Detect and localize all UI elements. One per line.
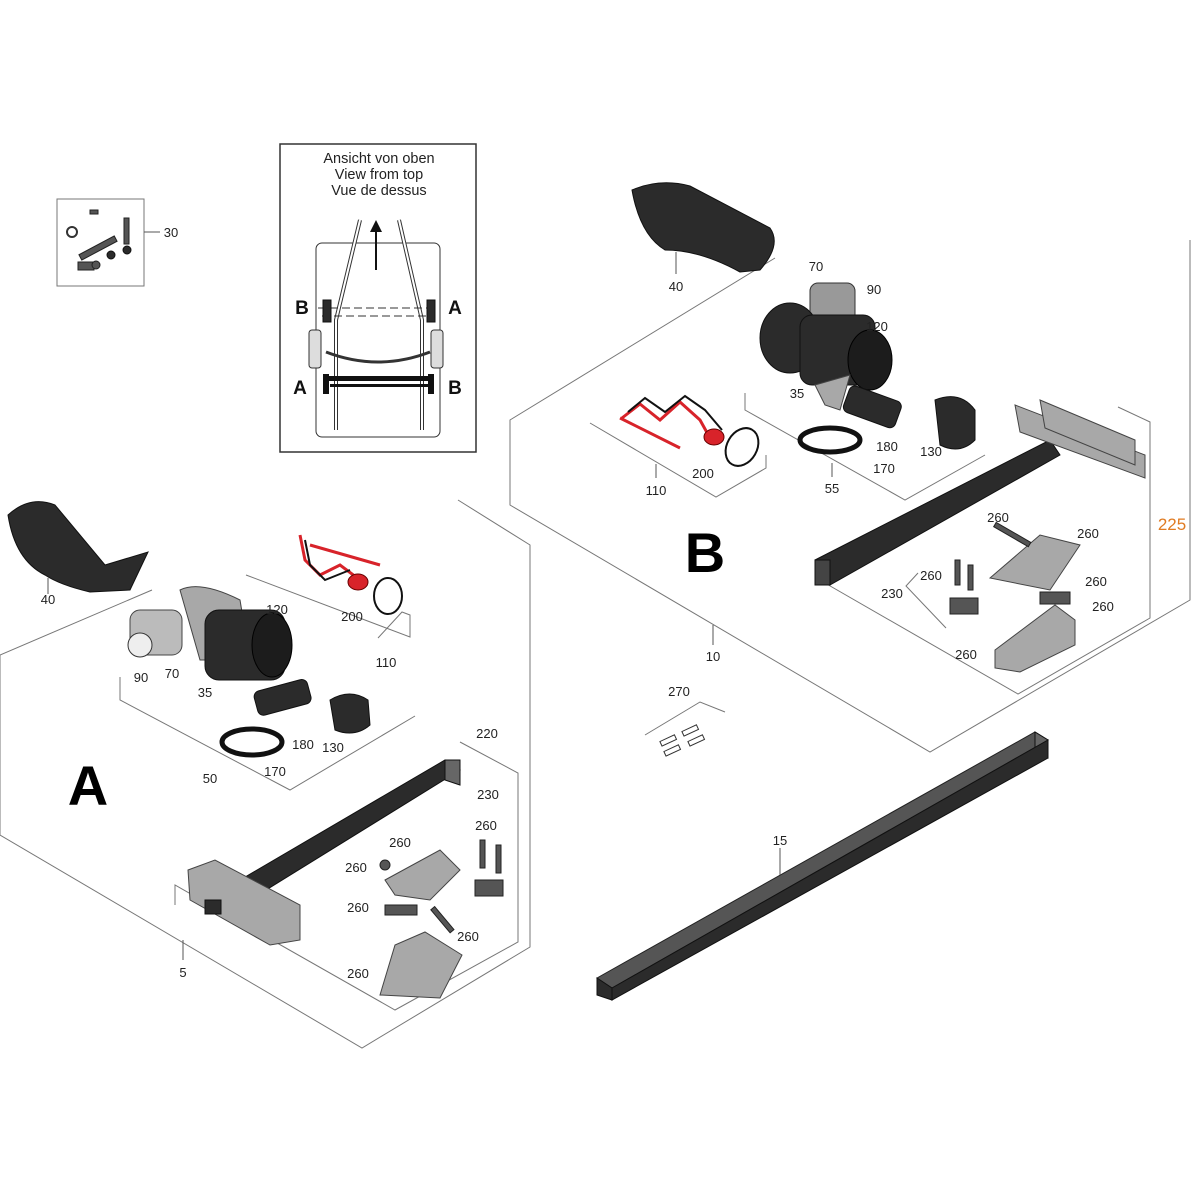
- top-view-inset: Ansicht von oben View from top Vue de de…: [279, 143, 477, 453]
- callout-120-a: 120: [266, 602, 288, 617]
- mounting-hardware-b: [949, 521, 1081, 673]
- callout-220: 220: [476, 726, 498, 741]
- bracket-110-a: [245, 574, 411, 639]
- bracket-10: [509, 240, 1191, 753]
- callout-260-b5: 260: [1092, 599, 1114, 614]
- callout-270: 270: [668, 684, 690, 699]
- axle-arm-b: [814, 399, 1146, 586]
- callout-90-b: 90: [867, 282, 881, 297]
- callout-260-b6: 260: [955, 647, 977, 662]
- inset-marker-a-right: A: [448, 298, 462, 319]
- bracket-225: [817, 406, 1151, 695]
- callout-200-a: 200: [341, 609, 363, 624]
- bracket-55: [744, 393, 986, 501]
- callout-130-b: 130: [920, 444, 942, 459]
- bracket-5: [0, 499, 531, 1049]
- callout-225: 225: [1158, 515, 1186, 534]
- callout-260-b2: 260: [1077, 526, 1099, 541]
- inset-title-de: Ansicht von oben: [323, 151, 434, 167]
- callout-260-b4: 260: [1085, 574, 1107, 589]
- bracket-110: [589, 422, 767, 498]
- callout-260-b1: 260: [987, 510, 1009, 525]
- cover-40-b: [631, 182, 775, 273]
- callout-260-a3: 260: [345, 860, 367, 875]
- callout-230-a: 230: [477, 787, 499, 802]
- callout-120-b: 120: [866, 319, 888, 334]
- callout-40-b: 40: [669, 279, 683, 294]
- callout-200-b: 200: [692, 466, 714, 481]
- group-letter-b: B: [685, 521, 725, 584]
- callout-110-b: 110: [646, 483, 667, 498]
- callout-230-b: 230: [881, 586, 903, 601]
- inset-title-fr: Vue de dessus: [331, 183, 426, 199]
- callout-130-a: 130: [322, 740, 344, 755]
- mounting-hardware-a: [379, 839, 504, 999]
- callout-40-a: 40: [41, 592, 55, 607]
- callout-50: 50: [203, 771, 217, 786]
- inset-title-en: View from top: [335, 167, 423, 183]
- inset-marker-a-left: A: [293, 378, 307, 399]
- callout-35-a: 35: [198, 685, 212, 700]
- hardware-kit-30: [56, 198, 160, 287]
- motor-unit-a: [127, 586, 371, 758]
- wiring-harness-a: [298, 534, 403, 615]
- callout-110-a: 110: [376, 655, 397, 670]
- callout-170-a: 170: [264, 764, 286, 779]
- wiring-harness-b: [619, 394, 760, 467]
- callout-15: 15: [773, 833, 787, 848]
- callout-30: 30: [164, 225, 178, 240]
- inset-marker-b-right: B: [448, 378, 462, 399]
- callout-90-a: 90: [134, 670, 148, 685]
- bracket-50: [119, 677, 416, 791]
- callout-260-b3: 260: [920, 568, 942, 583]
- callout-35-b: 35: [790, 386, 804, 401]
- callout-170-b: 170: [873, 461, 895, 476]
- bracket-220: [174, 741, 519, 1011]
- callout-180-b: 180: [876, 439, 898, 454]
- callout-260-a5: 260: [457, 929, 479, 944]
- callout-55: 55: [825, 481, 839, 496]
- group-letter-a: A: [68, 754, 108, 817]
- callout-260-a2: 260: [389, 835, 411, 850]
- cross-tube-15: [596, 731, 1049, 1001]
- callout-5: 5: [179, 965, 186, 980]
- cover-40-a: [7, 501, 149, 593]
- clips-270: [644, 701, 726, 757]
- inset-marker-b-left: B: [295, 298, 309, 319]
- callout-10: 10: [706, 649, 720, 664]
- callout-260-a4: 260: [347, 900, 369, 915]
- callout-260-a6: 260: [347, 966, 369, 981]
- motor-unit-b: [759, 282, 976, 455]
- callout-260-a1: 260: [475, 818, 497, 833]
- axle-arm-a: [187, 759, 461, 946]
- callout-70-b: 70: [809, 259, 823, 274]
- callout-180-a: 180: [292, 737, 314, 752]
- callout-70-a: 70: [165, 666, 179, 681]
